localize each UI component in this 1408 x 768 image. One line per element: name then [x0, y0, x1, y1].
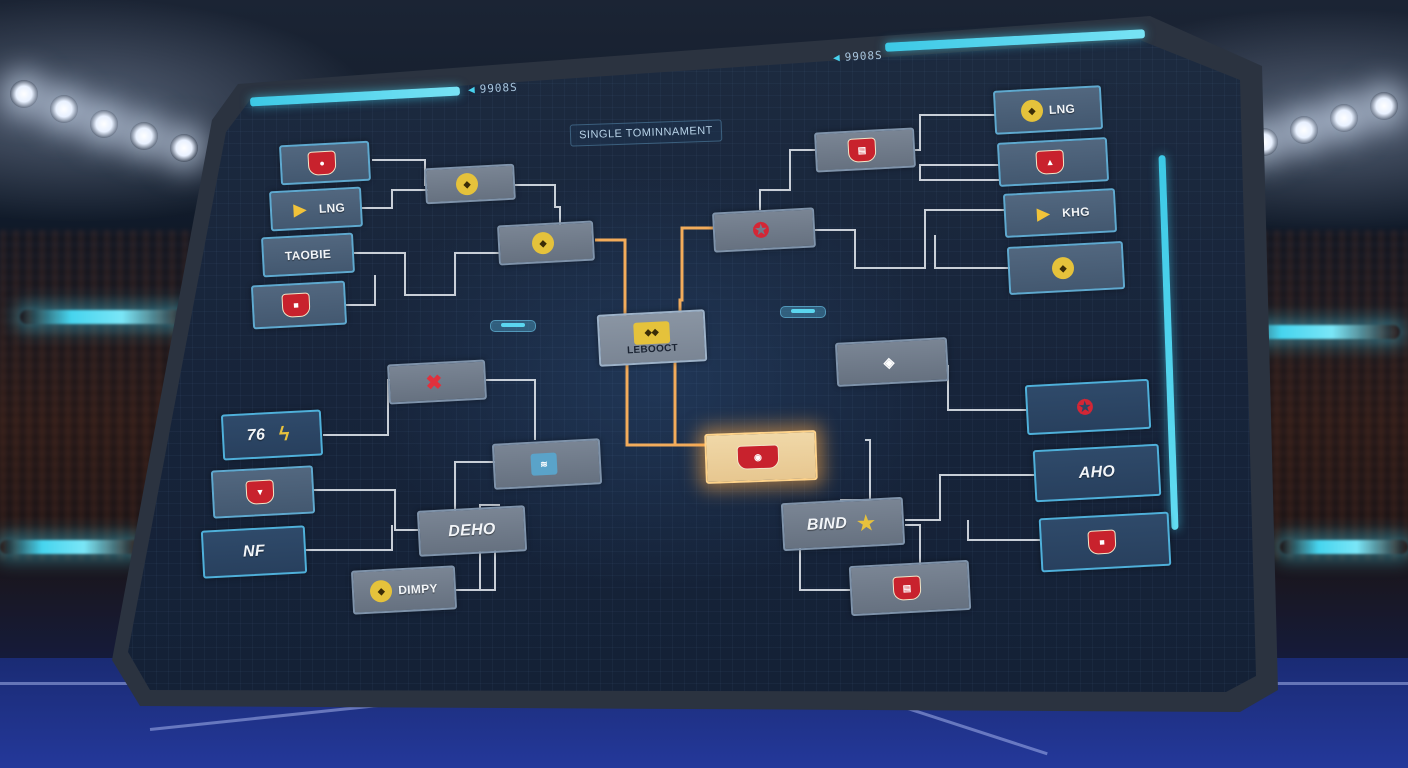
gold-wordmark-icon: ◆◆ [633, 320, 671, 345]
view-toggle-right[interactable] [780, 306, 826, 318]
view-toggle-left[interactable] [490, 320, 536, 332]
team-name: DIMPY [397, 581, 439, 598]
team-slot-right-r1-7[interactable]: ■ [1038, 511, 1172, 573]
floodlight [10, 80, 38, 108]
hud-code-right: ◀9908S [833, 49, 883, 65]
wordmark-icon: ◈ [883, 353, 895, 370]
team-slot-left-r2-1[interactable]: ◆ [424, 163, 516, 205]
team-slot-left-final[interactable]: ◆◆ LEBOOCT [596, 309, 708, 367]
team-slot-left-r1-5[interactable]: 76 ϟ [220, 409, 324, 461]
team-name: LNG [1048, 101, 1076, 117]
team-slot-left-r2-2[interactable]: ✖ [387, 359, 487, 405]
floodlight [170, 134, 198, 162]
yellow-star-icon: ★ [856, 511, 876, 535]
red-x-icon: ✖ [425, 371, 443, 395]
team-name: BIND [806, 514, 848, 534]
shield-red-icon: ■ [1087, 529, 1117, 555]
team-slot-right-r1-1[interactable]: ◆ LNG [992, 85, 1104, 135]
team-slot-right-r2-3[interactable]: BIND ★ [780, 496, 906, 552]
yellow-crest-icon: ◆ [369, 579, 393, 603]
shield-red-icon: ▼ [245, 479, 275, 505]
bolt-yellow-icon: ϟ [278, 422, 291, 446]
red-wordmark-icon: ▤ [847, 137, 877, 163]
team-slot-right-r2-4[interactable]: ▤ [848, 559, 972, 617]
team-slot-left-r2-4[interactable]: DEHO [416, 505, 528, 557]
team-slot-right-r1-4[interactable]: ◆ [1006, 240, 1126, 296]
arrow-left-icon: ◀ [467, 82, 476, 97]
floodlight [90, 110, 118, 138]
team-slot-left-r1-7[interactable]: NF [200, 525, 308, 579]
arrow-yellow-icon: ▶ [293, 201, 307, 220]
gold-crest-icon: ◆ [1051, 256, 1075, 280]
floodlight [130, 122, 158, 150]
yellow-crest-icon: ◆ [1020, 99, 1044, 123]
team-name: LNG [318, 200, 346, 216]
arrow-yellow-icon: ▶ [1036, 205, 1050, 224]
red-crest-icon: ✪ [1076, 396, 1094, 420]
hud-code-right-label: 9908S [844, 48, 884, 64]
team-slot-right-r1-6[interactable]: AHO [1032, 443, 1162, 503]
team-slot-left-r2-3[interactable]: ◆ DIMPY [350, 565, 458, 615]
glow-bar [1280, 540, 1408, 554]
floodlight [1290, 116, 1318, 144]
floodlight [50, 95, 78, 123]
champion-crest-icon: ◉ [736, 444, 780, 470]
shield-red-icon: ● [307, 150, 337, 176]
arrow-left-icon: ◀ [832, 50, 841, 65]
team-name: AHO [1078, 463, 1116, 482]
team-name: TAOBIE [284, 246, 332, 264]
shield-red-icon: ■ [281, 292, 311, 318]
team-slot-right-r3-1[interactable]: ✪ [712, 207, 816, 253]
team-slot-left-r3-2[interactable]: ≋ [491, 438, 603, 490]
red-wordmark-icon: ▤ [892, 575, 922, 601]
floodlight [1370, 92, 1398, 120]
team-slot-right-r1-5[interactable]: ✪ [1024, 378, 1152, 436]
team-name: NF [242, 542, 266, 561]
team-slot-left-r1-3[interactable]: TAOBIE [261, 232, 355, 278]
team-slot-right-r1-2[interactable]: ▲ [996, 137, 1110, 187]
hud-code-left-label: 9908S [479, 80, 519, 96]
team-slot-right-r2-1[interactable]: ▤ [814, 127, 916, 173]
team-slot-left-r1-1[interactable]: ● [279, 140, 371, 186]
gold-crest-icon: ◆ [531, 231, 555, 255]
team-slot-left-r3-1[interactable]: ◆ [497, 220, 595, 266]
gold-crest-icon: ◆ [455, 172, 479, 196]
glow-bar [0, 540, 140, 554]
team-slot-left-r1-4[interactable]: ■ [250, 280, 348, 330]
hud-code-left: ◀9908S [468, 81, 518, 97]
team-slot-right-r1-3[interactable]: ▶ KHG [1002, 188, 1118, 238]
blue-crest-icon: ≋ [530, 452, 558, 476]
glow-bar [1230, 325, 1400, 339]
glow-bar [20, 310, 190, 324]
champion-slot[interactable]: ◉ [704, 430, 818, 484]
team-name: KHG [1061, 204, 1091, 220]
team-slot-left-r1-2[interactable]: ▶ LNG [269, 186, 363, 232]
red-crest-icon: ✪ [752, 219, 770, 243]
team-slot-right-r2-2[interactable]: ◈ [834, 337, 950, 387]
team-slot-left-r1-6[interactable]: ▼ [210, 465, 316, 519]
team-name: DEHO [447, 520, 497, 541]
floodlight [1330, 104, 1358, 132]
team-name: 76 [246, 426, 266, 445]
team-name: LEBOOCT [626, 342, 679, 356]
eagle-icon: ▲ [1035, 149, 1065, 175]
